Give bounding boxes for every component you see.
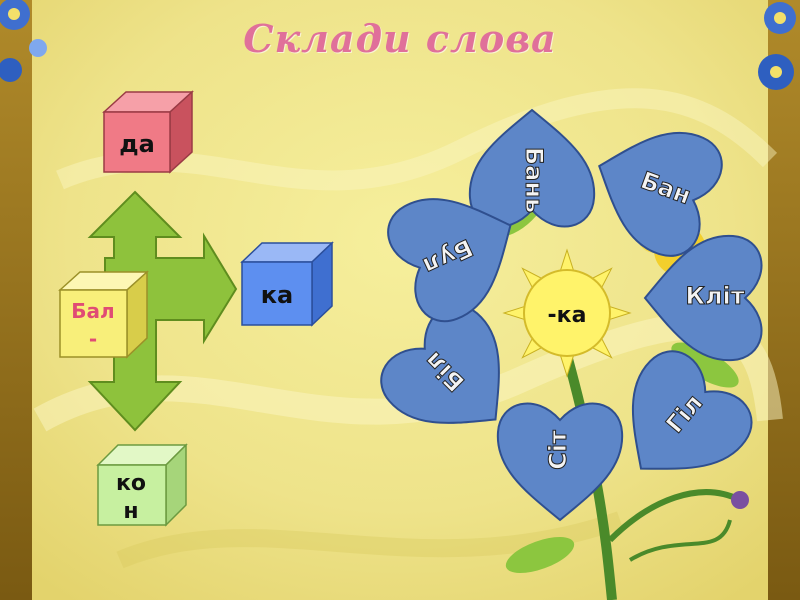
cube-left-label-line2: - <box>89 327 97 351</box>
flower-petal: Гіл <box>631 350 753 470</box>
cube-right-label: ка <box>261 281 293 309</box>
flower-petal: Сіт <box>496 402 624 522</box>
flower-petal-shape <box>597 131 723 257</box>
cube-right: ка <box>240 241 334 327</box>
cube-bottom-label-line2: н <box>123 499 138 524</box>
flower-petal: Бань <box>468 108 596 228</box>
flower-petal-label: Кліт <box>685 282 744 310</box>
flower-petal: Біл <box>380 304 500 424</box>
flower-petal-shape <box>496 402 624 522</box>
flower-petal-shape <box>387 198 512 323</box>
cube-top-label: да <box>119 130 155 158</box>
cube-bottom: ко н <box>96 443 188 527</box>
flower-petal: Кліт <box>643 234 763 362</box>
four-way-arrow <box>87 190 238 432</box>
flower-petal-shape <box>643 234 763 362</box>
cube-left: Бал - <box>58 270 149 359</box>
flower-center-label: -ка <box>548 303 587 328</box>
flower-petal-shape <box>380 304 500 424</box>
flower-petal-label: Бань <box>520 147 548 213</box>
flower-petal: Бан <box>597 131 723 257</box>
flower-petal-label: Сіт <box>544 430 572 470</box>
cube-left-label-line1: Бал <box>71 299 114 323</box>
corner-flower-top-right-icon <box>758 2 796 90</box>
cube-top: да <box>102 90 194 174</box>
flower-center: -ка <box>523 269 611 357</box>
cube-bottom-label-line1: ко <box>116 471 146 496</box>
flower-petal-shape <box>631 350 753 470</box>
flower-petal-shape <box>468 108 596 228</box>
corner-flower-top-left-icon <box>0 0 47 82</box>
slide-title: Склади слова <box>243 16 557 61</box>
flower-petal: Бул <box>387 198 512 323</box>
